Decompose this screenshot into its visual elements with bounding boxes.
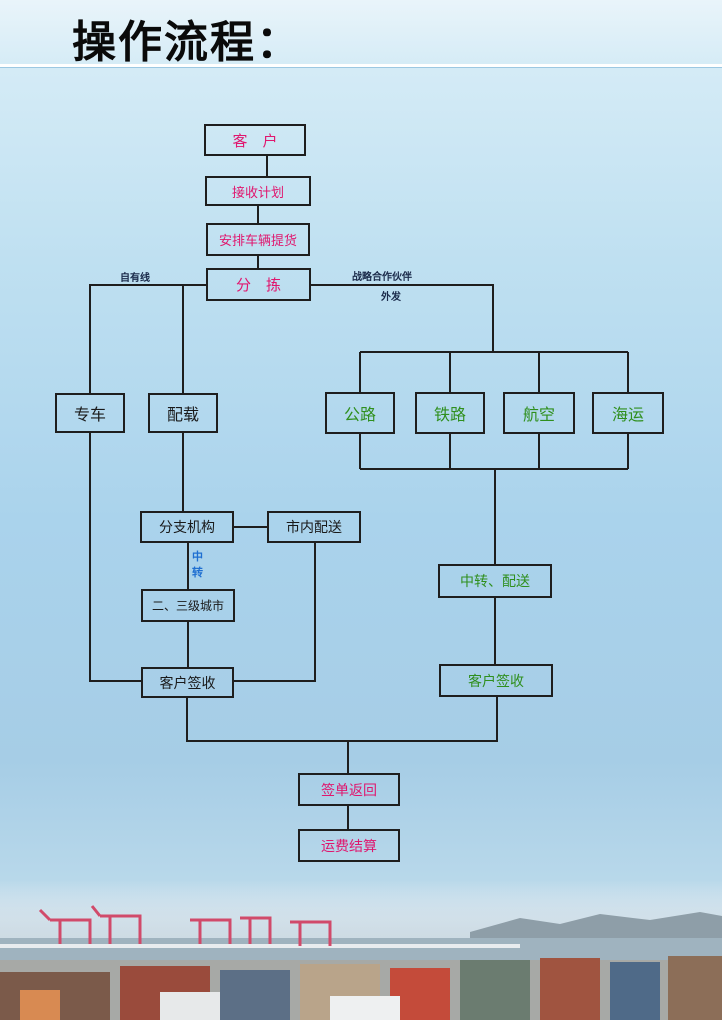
node-sorting: 分 拣 xyxy=(206,268,311,301)
node-tier-cities-label: 二、三级城市 xyxy=(151,599,224,613)
connector xyxy=(186,697,498,742)
cranes xyxy=(38,905,332,946)
page-header: 操作流程： xyxy=(0,0,722,68)
node-tier-cities: 二、三级城市 xyxy=(141,589,235,622)
node-customer-sign-right: 客户签收 xyxy=(439,664,553,697)
node-highway: 公路 xyxy=(325,392,395,434)
node-sorting-label: 分 拣 xyxy=(235,276,281,294)
node-consolidation: 配载 xyxy=(148,393,218,433)
containers xyxy=(0,956,722,1020)
page-title: 操作流程： xyxy=(72,17,302,68)
node-customer-sign-right-label: 客户签收 xyxy=(468,673,524,690)
node-sea-label: 海运 xyxy=(611,405,644,424)
node-air-label: 航空 xyxy=(522,405,555,424)
node-arrange-pickup: 安排车辆提货 xyxy=(206,223,310,256)
node-freight-settlement: 运费结算 xyxy=(298,829,400,862)
water xyxy=(0,938,722,962)
node-city-delivery: 市内配送 xyxy=(267,511,361,543)
connector xyxy=(311,284,494,352)
node-city-delivery-label: 市内配送 xyxy=(286,520,342,536)
connector xyxy=(234,543,316,682)
connector xyxy=(89,433,141,682)
node-receive-plan-label: 接收计划 xyxy=(231,185,284,201)
node-freight-settlement-label: 运费结算 xyxy=(321,838,377,855)
node-receive-plan: 接收计划 xyxy=(205,176,311,206)
node-receipt-return: 签单返回 xyxy=(298,773,400,806)
label-outsource: 外发 xyxy=(381,292,401,303)
node-transfer-delivery-label: 中转、配送 xyxy=(460,574,530,590)
hills xyxy=(470,912,722,940)
node-receipt-return-label: 签单返回 xyxy=(321,782,377,799)
node-highway-label: 公路 xyxy=(343,405,376,424)
node-transfer-delivery: 中转、配送 xyxy=(438,564,552,598)
node-customer-sign-left-label: 客户签收 xyxy=(159,675,216,692)
node-railway-label: 铁路 xyxy=(433,405,466,424)
label-own-line: 自有线 xyxy=(120,273,150,284)
node-branch: 分支机构 xyxy=(140,511,234,543)
node-customer-sign-left: 客户签收 xyxy=(141,667,234,698)
label-transfer: 中转 xyxy=(192,550,203,579)
header-rule xyxy=(0,64,722,67)
node-dedicated-truck: 专车 xyxy=(55,393,125,433)
node-consolidation-label: 配载 xyxy=(166,405,199,424)
node-branch-label: 分支机构 xyxy=(159,520,215,536)
node-customer-label: 客 户 xyxy=(232,131,278,150)
node-customer: 客 户 xyxy=(204,124,306,156)
node-air: 航空 xyxy=(503,392,575,434)
connector xyxy=(89,284,206,393)
node-sea: 海运 xyxy=(592,392,664,434)
port-photo-illustration xyxy=(0,880,722,1020)
node-dedicated-truck-label: 专车 xyxy=(73,405,106,424)
label-strategic-partner: 战略合作伙伴 xyxy=(352,272,412,283)
node-arrange-pickup-label: 安排车辆提货 xyxy=(218,234,297,249)
bridge xyxy=(0,944,520,948)
node-railway: 铁路 xyxy=(415,392,485,434)
